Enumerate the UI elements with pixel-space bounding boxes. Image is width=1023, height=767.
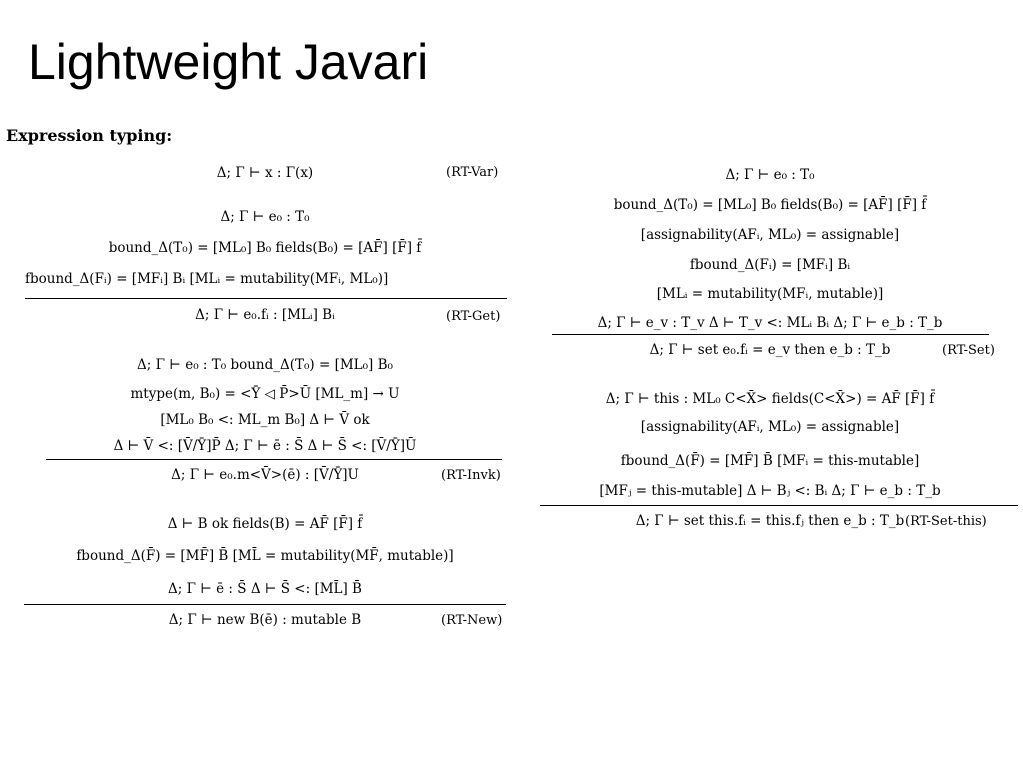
slide-title: Lightweight Javari — [28, 34, 429, 90]
rule-var-conclusion: Δ; Γ ⊢ x : Γ(x) — [216, 165, 314, 181]
rule-set-this-premise-1: Δ; Γ ⊢ this : ML₀ C<X̄> fields(C<X̄>) = … — [605, 391, 935, 407]
rule-new-conclusion: Δ; Γ ⊢ new B(ē) : mutable B — [168, 612, 362, 628]
rule-new-premise-3: Δ; Γ ⊢ ē : S̄ Δ ⊢ S̄ <: [ML̄] B̄ — [168, 581, 362, 597]
rule-invk-premise-1: Δ; Γ ⊢ e₀ : T₀ bound_Δ(T₀) = [ML₀] B₀ — [137, 357, 393, 373]
rule-var-tag: (RT-Var) — [446, 165, 499, 180]
rule-set-this-premise-3: fbound_Δ(F̄) = [MF̄] B̄ [MFᵢ = this-muta… — [620, 453, 920, 469]
rule-invk-premise-4: Δ ⊢ V̄ <: [V̄/Ȳ]P̄ Δ; Γ ⊢ ē : S̄ Δ ⊢ S̄ … — [113, 438, 417, 454]
rule-set-inference-bar — [552, 334, 989, 335]
rule-get-premise-1: Δ; Γ ⊢ e₀ : T₀ — [220, 209, 310, 225]
rule-set-this-inference-bar — [540, 505, 1018, 506]
rule-invk-inference-bar — [46, 459, 502, 460]
rule-set-conclusion: Δ; Γ ⊢ set e₀.fᵢ = e_v then e_b : T_b — [649, 342, 891, 358]
rule-set-premise-5: [MLᵢ = mutability(MFᵢ, mutable)] — [656, 286, 884, 302]
rule-get-inference-bar — [25, 298, 507, 299]
rule-set-this-tag: (RT-Set-this) — [905, 514, 987, 529]
rule-set-premise-1: Δ; Γ ⊢ e₀ : T₀ — [725, 167, 815, 183]
rule-set-this-premise-2: [assignability(AFᵢ, ML₀) = assignable] — [640, 419, 900, 435]
rule-invk-tag: (RT-Invk) — [441, 468, 501, 483]
rule-get-tag: (RT-Get) — [446, 309, 501, 324]
rule-new-premise-2: fbound_Δ(F̄) = [MF̄] B̄ [ML̄ = mutabilit… — [76, 548, 454, 564]
rule-new-inference-bar — [24, 604, 506, 605]
rule-invk-conclusion: Δ; Γ ⊢ e₀.m<V̄>(ē) : [V̄/Ȳ]U — [171, 467, 359, 483]
rule-invk-premise-3: [ML₀ B₀ <: ML_m B₀] Δ ⊢ V̄ ok — [160, 412, 370, 428]
rule-set-premise-4: fbound_Δ(Fᵢ) = [MFᵢ] Bᵢ — [689, 257, 851, 273]
rule-set-this-premise-4: [MFⱼ = this-mutable] Δ ⊢ Bⱼ <: Bᵢ Δ; Γ ⊢… — [599, 483, 941, 499]
section-heading: Expression typing: — [6, 126, 173, 145]
rule-set-premise-3: [assignability(AFᵢ, ML₀) = assignable] — [640, 227, 900, 243]
rule-get-premise-3: fbound_Δ(Fᵢ) = [MFᵢ] Bᵢ [MLᵢ = mutabilit… — [25, 271, 389, 287]
rule-set-this-conclusion: Δ; Γ ⊢ set this.fᵢ = this.fⱼ then e_b : … — [635, 513, 905, 529]
rule-set-tag: (RT-Set) — [942, 343, 995, 358]
rule-get-conclusion: Δ; Γ ⊢ e₀.fᵢ : [MLᵢ] Bᵢ — [195, 307, 335, 323]
rule-set-premise-6: Δ; Γ ⊢ e_v : T_v Δ ⊢ T_v <: MLᵢ Bᵢ Δ; Γ … — [597, 315, 943, 331]
rule-new-tag: (RT-New) — [441, 613, 503, 628]
rule-get-premise-2: bound_Δ(T₀) = [ML₀] B₀ fields(B₀) = [AF̄… — [108, 240, 422, 256]
rule-set-premise-2: bound_Δ(T₀) = [ML₀] B₀ fields(B₀) = [AF̄… — [613, 197, 927, 213]
rule-invk-premise-2: mtype(m, B₀) = <Ȳ ◁ P̄>Ū [ML_m] → U — [130, 386, 400, 402]
rule-new-premise-1: Δ ⊢ B ok fields(B) = AF̄ [F̄] f̄ — [167, 516, 363, 532]
